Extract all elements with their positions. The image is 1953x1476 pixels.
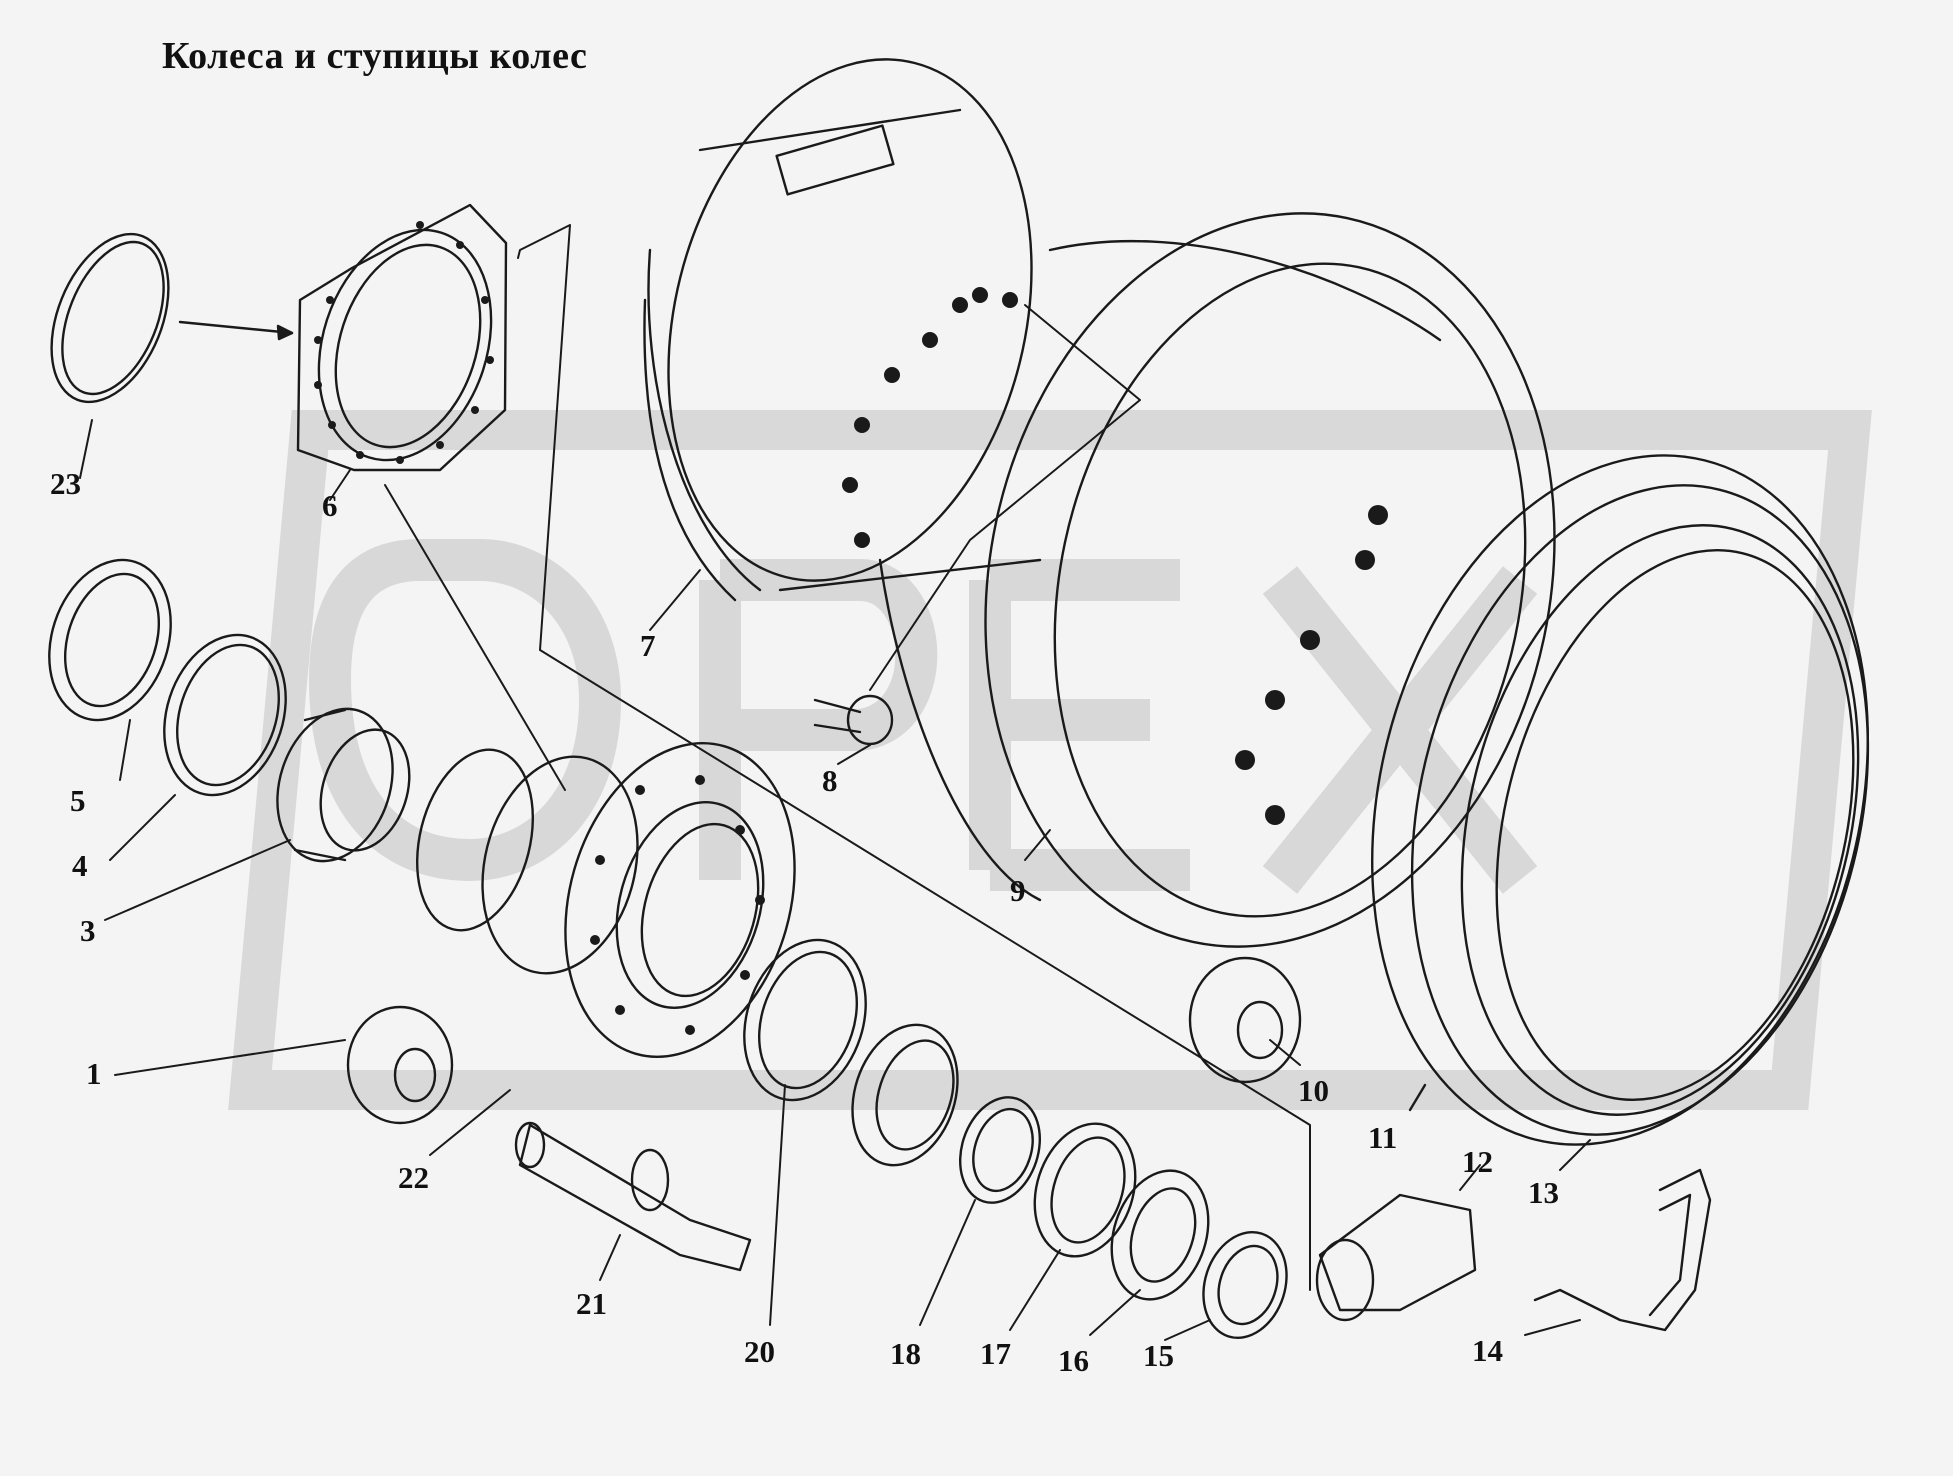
callout-16: 16	[1058, 1343, 1089, 1378]
part-23-ring	[50, 232, 294, 404]
part-17-lock-washer	[1033, 1122, 1137, 1258]
callout-3: 3	[80, 913, 96, 948]
callout-23: 23	[50, 466, 81, 501]
callout-4: 4	[72, 848, 88, 883]
watermark-logo	[228, 410, 1872, 1110]
callout-1: 1	[86, 1056, 102, 1091]
callout-12: 12	[1462, 1144, 1493, 1179]
part-13-rim-ring	[1371, 454, 1870, 1146]
part-4-outer-race	[163, 633, 287, 797]
callout-18: 18	[890, 1336, 921, 1371]
part-1-nut	[346, 1005, 454, 1125]
callout-15: 15	[1143, 1338, 1174, 1373]
part-12-cap	[1315, 1193, 1477, 1322]
part-21-stud	[514, 1121, 752, 1272]
assembly-guide-3	[384, 484, 566, 791]
part-9-wheel-disc	[878, 212, 1556, 948]
page-title: Колеса и ступицы колес	[162, 35, 588, 77]
part-10-nut	[1188, 956, 1302, 1084]
callout-7: 7	[640, 628, 656, 663]
leader-lines	[79, 419, 1591, 1341]
callout-22: 22	[398, 1160, 429, 1195]
callout-11: 11	[1368, 1120, 1398, 1155]
callout-13: 13	[1528, 1175, 1559, 1210]
part-3-bearing	[276, 707, 411, 863]
callout-10: 10	[1298, 1073, 1329, 1108]
callout-21: 21	[576, 1286, 607, 1321]
assembly-guide-2	[869, 304, 1141, 691]
part-6-flange	[296, 203, 508, 472]
part-hub-body	[415, 742, 796, 1058]
part-14-clip	[1533, 1168, 1712, 1332]
callout-8: 8	[822, 763, 838, 798]
part-inner-bearing	[851, 1023, 959, 1167]
callout-14: 14	[1472, 1333, 1503, 1368]
part-18-nut	[958, 1096, 1042, 1204]
callout-20: 20	[744, 1334, 775, 1369]
callout-9: 9	[1010, 873, 1026, 908]
callout-5: 5	[70, 783, 86, 818]
leader-11	[1408, 1083, 1427, 1112]
part-20-race	[743, 938, 867, 1102]
callout-6: 6	[322, 488, 338, 523]
part-16-washer	[1110, 1169, 1210, 1301]
part-15-nut	[1202, 1230, 1288, 1340]
part-5-seal	[48, 558, 172, 722]
part-7-brake-drum	[643, 58, 1042, 602]
callout-17: 17	[980, 1336, 1011, 1371]
assembly-guide	[517, 224, 1311, 1291]
